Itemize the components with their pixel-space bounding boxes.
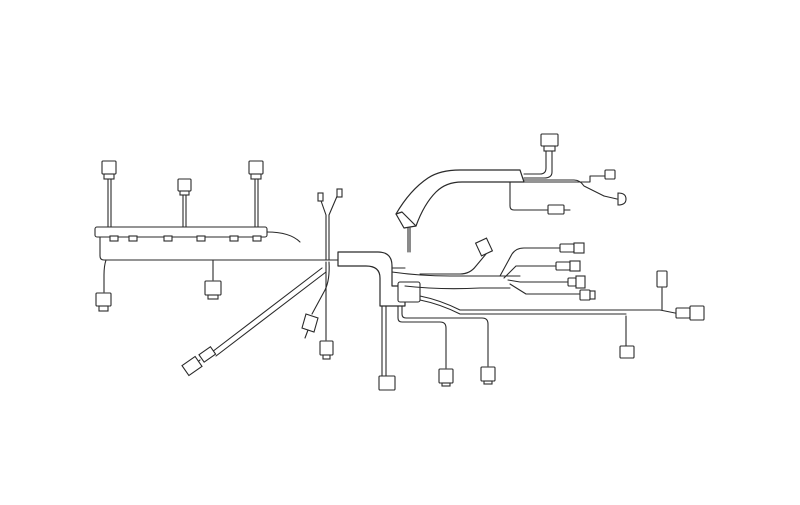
center-lower-connector bbox=[378, 375, 396, 391]
rail-plug bbox=[163, 235, 173, 242]
upper-sleeve-group bbox=[395, 133, 627, 253]
inline-plug-left bbox=[198, 345, 217, 363]
top-right-connector bbox=[540, 133, 559, 147]
hub-junction-block bbox=[397, 281, 421, 303]
center-hub bbox=[337, 251, 521, 307]
injector-connector bbox=[177, 178, 192, 192]
injector-rail-group bbox=[94, 160, 268, 242]
sensor-pigtail-group bbox=[301, 188, 343, 360]
branch-connector bbox=[555, 261, 571, 271]
diagonal-lead-group bbox=[181, 267, 327, 377]
branch-connector bbox=[579, 289, 591, 301]
rail-plug bbox=[128, 235, 138, 242]
left-drop-connector bbox=[95, 292, 112, 307]
sensor-pigtail-top bbox=[336, 188, 343, 198]
branch-connector bbox=[567, 277, 577, 287]
mid-drop-connector bbox=[204, 280, 222, 296]
injector-connector bbox=[101, 160, 117, 175]
right-small-plug bbox=[604, 169, 616, 180]
rail-plug bbox=[109, 235, 119, 242]
right-inline-plug bbox=[547, 204, 565, 215]
angled-connector bbox=[474, 237, 494, 257]
right-fan-group bbox=[419, 237, 596, 301]
far-right-inline-plug bbox=[675, 307, 691, 319]
rail-plug bbox=[229, 235, 239, 242]
far-right-lead-group bbox=[419, 270, 705, 359]
inline-plug-left-body bbox=[181, 355, 203, 377]
far-right-connector bbox=[689, 305, 705, 321]
rail-plugs bbox=[109, 235, 262, 242]
sensor-pigtail-top bbox=[317, 192, 324, 202]
bottom-drops-group bbox=[378, 305, 496, 391]
rail-plug bbox=[252, 235, 262, 242]
far-right-top-plug bbox=[656, 270, 668, 288]
bottom-connector-2 bbox=[480, 366, 496, 382]
right-round-plug bbox=[617, 192, 627, 206]
lower-drop-connector bbox=[319, 340, 334, 356]
far-right-drop-connector bbox=[619, 345, 635, 359]
injector-connector bbox=[248, 160, 264, 175]
branch-connector bbox=[559, 243, 575, 253]
rail-plug bbox=[196, 235, 206, 242]
main-trunk bbox=[95, 231, 339, 312]
injector-rail-bar bbox=[94, 226, 268, 238]
bottom-connector-1 bbox=[438, 368, 454, 384]
temp-sensor bbox=[301, 313, 319, 333]
